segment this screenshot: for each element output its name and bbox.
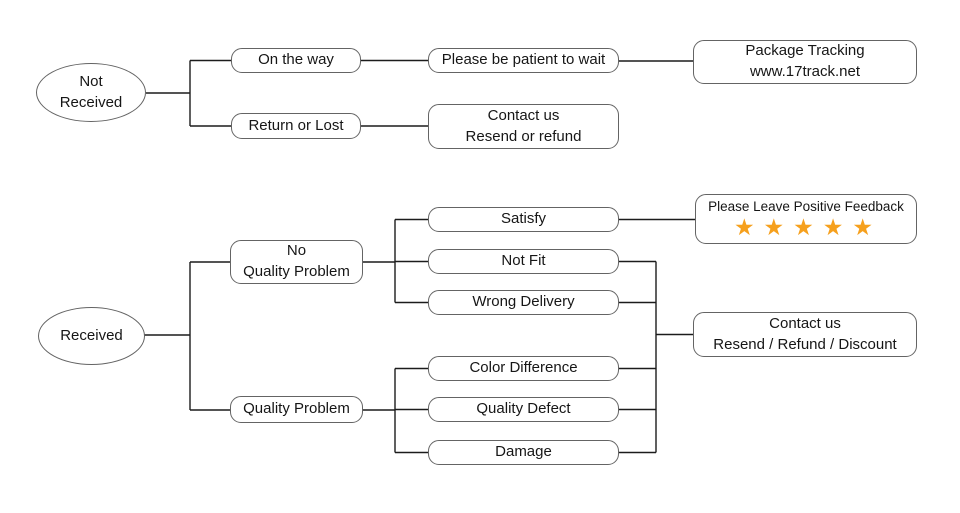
node-damage: Damage	[428, 440, 619, 465]
node-on-the-way-label: On the way	[258, 51, 334, 69]
node-not-fit-label: Not Fit	[501, 252, 546, 270]
node-no-quality-problem-label: No Quality Problem	[243, 242, 350, 280]
node-satisfy-label: Satisfy	[500, 210, 546, 228]
node-return-or-lost: Return or Lost	[231, 113, 361, 139]
node-received-label: Received	[60, 326, 123, 344]
node-color-difference: Color Difference	[428, 356, 619, 381]
node-contact-resend-refund: Contact us Resend or refund	[428, 104, 619, 149]
node-not-received-label: Not Received	[59, 72, 123, 111]
node-quality-problem: Quality Problem	[230, 396, 363, 423]
node-package-tracking-label: Package Tracking www.17track.net	[745, 42, 865, 80]
node-contact-resend-refund-label: Contact us Resend or refund	[465, 106, 582, 145]
node-please-be-patient: Please be patient to wait	[428, 48, 619, 73]
five-star-rating-icon: ★★★★★	[733, 214, 883, 240]
node-not-fit: Not Fit	[428, 249, 619, 274]
node-no-quality-problem: No Quality Problem	[230, 240, 363, 284]
node-wrong-delivery-label: Wrong Delivery	[472, 293, 575, 311]
node-wrong-delivery: Wrong Delivery	[428, 290, 619, 315]
node-not-received: Not Received	[36, 63, 146, 122]
connector-path	[144, 59, 695, 454]
node-please-be-patient-label: Please be patient to wait	[441, 51, 606, 69]
node-positive-feedback: Please Leave Positive Feedback ★★★★★	[695, 194, 917, 244]
node-quality-problem-label: Quality Problem	[243, 400, 350, 418]
node-satisfy: Satisfy	[428, 207, 619, 232]
node-package-tracking: Package Tracking www.17track.net	[693, 40, 917, 84]
node-return-or-lost-label: Return or Lost	[248, 116, 344, 134]
node-quality-defect-label: Quality Defect	[476, 400, 571, 418]
node-contact-resend-refund-discount-label: Contact us Resend / Refund / Discount	[713, 314, 897, 353]
node-received: Received	[38, 307, 145, 365]
node-quality-defect: Quality Defect	[428, 397, 619, 422]
node-on-the-way: On the way	[231, 48, 361, 73]
node-contact-resend-refund-discount: Contact us Resend / Refund / Discount	[693, 312, 917, 357]
node-damage-label: Damage	[495, 443, 552, 461]
node-color-difference-label: Color Difference	[469, 359, 578, 377]
node-positive-feedback-label: Please Leave Positive Feedback	[708, 199, 904, 214]
